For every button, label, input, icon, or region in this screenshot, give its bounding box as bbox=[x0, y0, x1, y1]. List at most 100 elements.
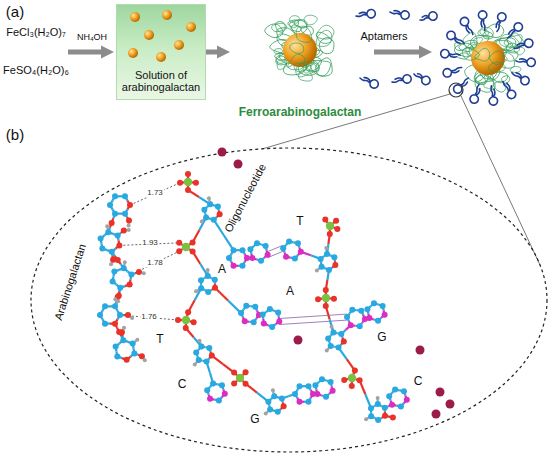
polymer-coil bbox=[290, 43, 304, 53]
atom bbox=[322, 217, 328, 223]
ferroarabinogalactan-particle bbox=[265, 15, 334, 81]
atom bbox=[324, 246, 328, 250]
atom bbox=[398, 404, 404, 410]
atom bbox=[203, 214, 209, 220]
atom bbox=[185, 309, 191, 315]
atom bbox=[261, 320, 267, 326]
atom bbox=[234, 160, 243, 169]
atom bbox=[364, 306, 370, 312]
bond-length: 1.78 bbox=[146, 259, 164, 268]
atom bbox=[110, 257, 116, 263]
aptamer-strand bbox=[356, 10, 375, 18]
aptamer-strand bbox=[514, 39, 533, 48]
atom bbox=[330, 388, 336, 394]
atom bbox=[267, 306, 273, 312]
atom bbox=[446, 400, 455, 409]
polymer-coil bbox=[463, 32, 477, 49]
aptamer-strand bbox=[460, 17, 473, 34]
polymer-coil bbox=[290, 16, 300, 24]
atom bbox=[182, 316, 190, 324]
aptamer-strand bbox=[489, 86, 497, 105]
polymer-coils bbox=[265, 20, 334, 77]
reaction-arrow bbox=[68, 50, 101, 55]
atom bbox=[204, 359, 210, 365]
atom bbox=[185, 171, 191, 177]
polymer-coils bbox=[272, 15, 334, 81]
nucleobase-letter: G bbox=[249, 413, 260, 426]
atom bbox=[111, 269, 117, 275]
aptamer-strand bbox=[392, 75, 411, 83]
atom bbox=[416, 346, 425, 355]
atom bbox=[205, 273, 211, 279]
node-label: Ferroarabinogalactan bbox=[237, 106, 364, 122]
atom bbox=[131, 350, 137, 356]
atom bbox=[127, 224, 131, 228]
atom bbox=[341, 339, 347, 345]
aptamer-strand bbox=[516, 58, 535, 66]
conjugation-arrow bbox=[374, 50, 419, 55]
atom bbox=[258, 258, 264, 264]
atom bbox=[123, 260, 127, 264]
atom bbox=[358, 308, 364, 314]
polymer-coil bbox=[455, 43, 467, 51]
atom bbox=[236, 374, 244, 382]
polymer-coil bbox=[490, 51, 508, 65]
atom bbox=[333, 218, 339, 224]
polymer-coil bbox=[510, 66, 521, 72]
atom bbox=[338, 331, 344, 337]
atom bbox=[323, 394, 329, 400]
atom bbox=[175, 317, 181, 323]
atom bbox=[177, 180, 183, 186]
polymer-coil bbox=[296, 62, 318, 77]
atom bbox=[222, 391, 228, 397]
molecule-name: Oligonucleotide bbox=[222, 162, 268, 235]
atom bbox=[382, 413, 388, 419]
panel-letter: (a) bbox=[6, 4, 24, 21]
atom bbox=[328, 343, 334, 349]
atom bbox=[117, 285, 123, 291]
atom bbox=[204, 387, 210, 393]
zoom-leader-lines bbox=[262, 94, 540, 265]
atom bbox=[219, 382, 225, 388]
atom bbox=[251, 319, 257, 325]
atom bbox=[198, 343, 204, 349]
atom bbox=[240, 263, 246, 269]
atom bbox=[263, 243, 269, 249]
atom bbox=[294, 336, 303, 345]
hydrogen-bond bbox=[130, 183, 180, 205]
molecule-name: Arabinogalactan bbox=[52, 242, 88, 321]
aptamer-strand bbox=[441, 49, 460, 57]
atom bbox=[386, 393, 392, 399]
hydrogen-bonds bbox=[119, 183, 180, 320]
aptamer-strand bbox=[390, 11, 409, 20]
atom bbox=[218, 148, 227, 157]
process-arrow bbox=[206, 50, 217, 55]
bonds bbox=[100, 174, 407, 420]
atom bbox=[127, 281, 133, 287]
aptamer-strand bbox=[503, 82, 516, 99]
atom bbox=[216, 398, 222, 404]
bond-length: 1.93 bbox=[141, 239, 159, 248]
nanoparticle bbox=[162, 10, 172, 20]
atom bbox=[265, 399, 271, 405]
atom bbox=[348, 322, 354, 328]
polymer-coil bbox=[317, 25, 334, 39]
atom bbox=[375, 401, 381, 407]
atom bbox=[252, 304, 258, 310]
aptamer-strand bbox=[420, 12, 437, 20]
polymer-coil bbox=[303, 65, 311, 73]
atom bbox=[198, 285, 204, 291]
atom bbox=[244, 255, 250, 261]
atom bbox=[117, 312, 123, 318]
atom bbox=[318, 256, 324, 262]
atom bbox=[306, 399, 312, 405]
nanoparticle bbox=[128, 48, 138, 58]
atom bbox=[102, 303, 108, 309]
atom bbox=[269, 324, 275, 330]
reagent-formula: FeSO₄(H₂O)₆ bbox=[3, 64, 69, 76]
atom bbox=[364, 417, 368, 421]
nanoparticle bbox=[174, 40, 184, 50]
polymer-coil bbox=[296, 26, 312, 42]
polymer-coil bbox=[484, 80, 495, 90]
